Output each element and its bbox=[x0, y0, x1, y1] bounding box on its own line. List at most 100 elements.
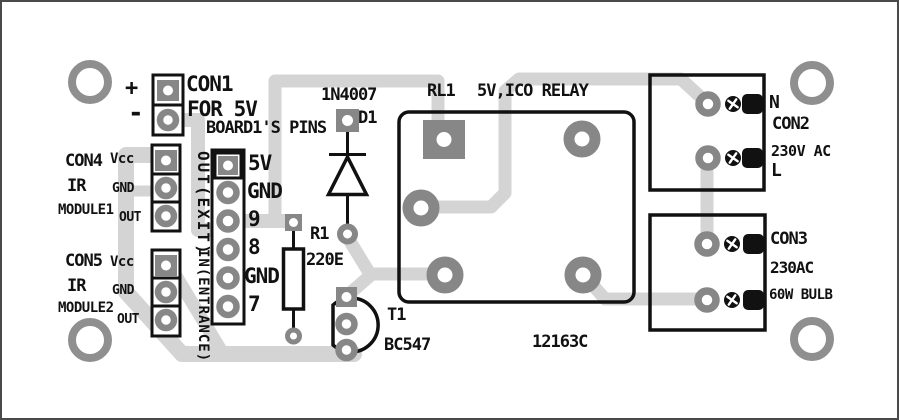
con1-hole-plus bbox=[163, 85, 173, 96]
relay-pad-nc bbox=[564, 256, 602, 294]
con2-wire-entry-n bbox=[742, 94, 763, 114]
con2-n-label: N bbox=[769, 92, 780, 113]
copper-traces bbox=[118, 72, 714, 362]
relay-ref-label: RL1 bbox=[427, 81, 456, 101]
con5-module-label: MODULE2 bbox=[58, 300, 114, 316]
con1-minus-label: - bbox=[128, 98, 144, 128]
trace-relay-to-con2-n bbox=[416, 72, 714, 214]
header-pad-9 bbox=[216, 209, 240, 233]
relay-outline bbox=[397, 110, 636, 304]
header-label-7: 7 bbox=[248, 292, 261, 316]
board1-pins-title: BOARD1'S PINS bbox=[206, 118, 327, 138]
con4-label: CON4 bbox=[65, 151, 103, 171]
mounting-hole bbox=[68, 60, 112, 104]
con3-wire-entry-bottom bbox=[743, 290, 764, 310]
con2-wire-entry-l bbox=[742, 148, 763, 168]
con5-pad-gnd bbox=[154, 280, 178, 304]
header-label-5v: 5V bbox=[248, 151, 272, 175]
relay-hole-coil1 bbox=[436, 132, 452, 147]
con5-vcc-label: Vcc bbox=[110, 254, 134, 270]
d1-hole-cathode bbox=[342, 115, 353, 126]
t1-hole-collector bbox=[341, 292, 352, 302]
con5-label: CON5 bbox=[65, 251, 103, 271]
con5-connector bbox=[150, 248, 182, 338]
header-label-8: 8 bbox=[248, 235, 261, 259]
con3-pad-top bbox=[694, 231, 720, 257]
t1-transistor bbox=[331, 287, 380, 362]
con2-spec-label: 230V AC bbox=[771, 142, 831, 160]
d1-diode bbox=[325, 109, 370, 245]
con1-purpose-label: FOR 5V bbox=[187, 97, 258, 121]
header-pad-gnd2 bbox=[216, 266, 240, 290]
relay-code-label: 12163C bbox=[532, 332, 588, 352]
rl1-relay bbox=[397, 110, 636, 304]
con5-pad-out bbox=[154, 308, 178, 332]
con4-pad-out bbox=[154, 204, 178, 228]
con5-out-label: OUT bbox=[117, 312, 139, 327]
header-hole-5v bbox=[223, 160, 233, 171]
con5-gnd-label: GND bbox=[112, 283, 134, 298]
con4-module-label: MODULE1 bbox=[58, 202, 114, 218]
con4-gnd-label: GND bbox=[112, 181, 134, 196]
con1-pad-minus bbox=[156, 108, 180, 132]
t1-ref-label: T1 bbox=[387, 305, 407, 325]
con3-load-label: 60W BULB bbox=[769, 287, 833, 303]
r1-body bbox=[281, 247, 306, 311]
con4-pad-gnd bbox=[154, 176, 178, 200]
con2-l-label: L bbox=[771, 160, 782, 181]
mounting-holes bbox=[68, 60, 834, 362]
con5-route-label: IN(ENTRANCE) bbox=[195, 249, 211, 363]
relay-pad-no bbox=[563, 120, 601, 158]
t1-pad-base bbox=[335, 312, 358, 336]
con4-out-label: OUT bbox=[119, 210, 141, 225]
con3-spec-label: 230AC bbox=[770, 258, 814, 277]
r1-value-label: 220E bbox=[306, 250, 344, 270]
con3-pad-bottom bbox=[694, 287, 720, 313]
mounting-hole bbox=[790, 317, 834, 361]
header-label-9: 9 bbox=[248, 207, 261, 231]
header-label-gnd1: GND bbox=[247, 179, 283, 203]
con4-route-label: OUT(EXIT) bbox=[194, 151, 213, 256]
con3-terminal-block bbox=[648, 213, 767, 332]
con4-device-label: IR bbox=[67, 176, 87, 196]
con4-vcc-label: Vcc bbox=[110, 151, 134, 167]
header-pad-8 bbox=[216, 237, 240, 262]
t1-pad-emitter bbox=[335, 338, 358, 362]
board1-pin-header bbox=[210, 148, 246, 326]
trace-r1-to-relay-coil bbox=[268, 74, 445, 228]
screw-terminal-icon bbox=[724, 236, 740, 252]
d1-triangle bbox=[325, 153, 370, 197]
header-pad-gnd1 bbox=[216, 180, 240, 205]
t1-part-label: BC547 bbox=[384, 335, 431, 355]
mounting-hole bbox=[790, 61, 834, 105]
relay-spec-label: 5V,ICO RELAY bbox=[477, 81, 589, 101]
con3-outline bbox=[648, 213, 767, 332]
con4-connector bbox=[150, 143, 182, 233]
r1-pad-bottom bbox=[285, 327, 302, 345]
con1-connector bbox=[151, 73, 185, 137]
con4-hole-vcc bbox=[161, 155, 171, 166]
r1-hole-top bbox=[289, 218, 298, 227]
con1-label: CON1 bbox=[186, 72, 234, 96]
con5-hole-vcc bbox=[161, 260, 171, 271]
con2-terminal-block bbox=[648, 73, 766, 192]
header-pad-7 bbox=[216, 294, 240, 319]
con1-plus-label: + bbox=[125, 76, 139, 101]
con2-outline bbox=[648, 73, 766, 192]
screw-terminal-icon bbox=[725, 150, 741, 166]
r1-ref-label: R1 bbox=[310, 224, 330, 244]
header-label-gnd2: GND bbox=[244, 264, 280, 288]
trace-relay-to-con3 bbox=[576, 267, 712, 306]
d1-pad-anode bbox=[337, 223, 358, 245]
screw-terminal-icon bbox=[724, 292, 740, 308]
con2-label: CON2 bbox=[772, 114, 810, 134]
con2-pad-n bbox=[695, 91, 721, 117]
con5-device-label: IR bbox=[67, 276, 87, 296]
trace-ground-bus bbox=[118, 147, 362, 362]
d1-part-label: 1N4007 bbox=[321, 85, 377, 105]
r1-resistor bbox=[281, 214, 306, 345]
con2-pad-l bbox=[695, 145, 721, 171]
relay-pad-coil2 bbox=[426, 256, 464, 294]
con3-label: CON3 bbox=[770, 229, 808, 249]
